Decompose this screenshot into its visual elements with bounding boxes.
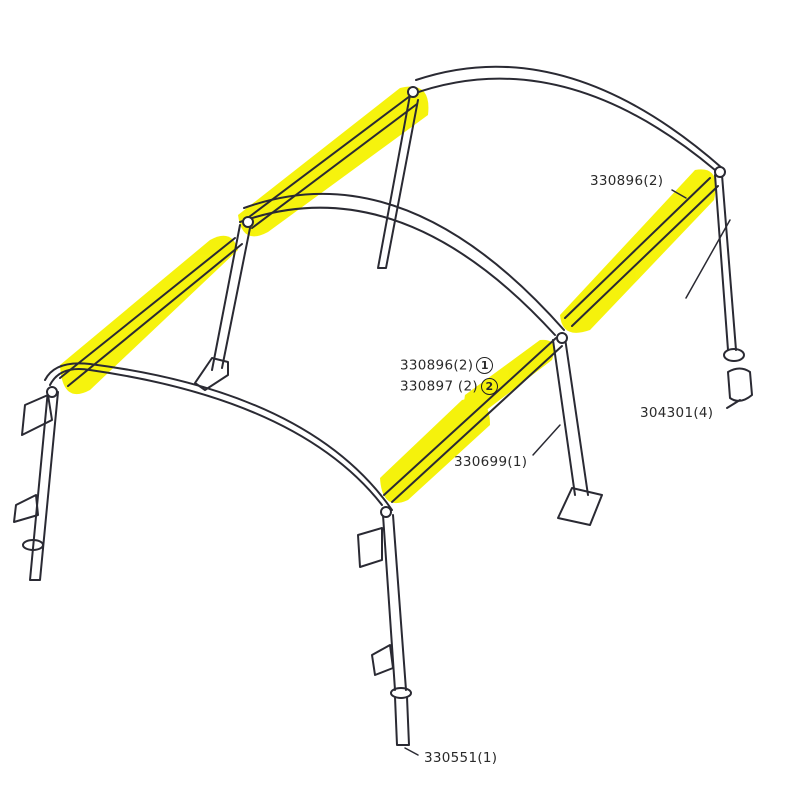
highlight-left-rear-rail	[238, 86, 429, 237]
rail-highlights	[60, 86, 716, 504]
label-330896-marker-1: 330896(2)1	[400, 357, 494, 374]
front-right-bracket-upper	[357, 527, 383, 568]
rear-bow-right-leg	[714, 174, 737, 351]
front-bow-right-leg	[382, 514, 407, 691]
bracket-304301	[727, 367, 753, 402]
rear-bow-left-leg	[377, 94, 419, 269]
label-304301: 304301(4)	[640, 405, 714, 421]
front-left-bracket-lower	[13, 494, 39, 523]
middle-bow-right-leg	[552, 337, 589, 496]
middle-left-foot	[194, 357, 229, 391]
label-text: 330896(2)	[400, 357, 474, 374]
label-330897-marker-2: 330897 (2)2	[400, 378, 498, 395]
marker-2-icon: 2	[480, 378, 498, 395]
front-left-bracket-upper	[21, 394, 53, 436]
middle-bow-top	[239, 206, 556, 336]
right-rear-rail	[564, 177, 719, 327]
label-330896-upper: 330896(2)	[590, 173, 664, 189]
front-bow-left-leg	[29, 389, 59, 581]
highlight-left-front-rail	[60, 235, 238, 395]
rear-bow-top	[409, 77, 716, 171]
left-rear-rail	[244, 95, 418, 229]
front-bow-top	[49, 368, 383, 506]
marker-1-icon: 1	[476, 357, 494, 374]
middle-right-foot	[557, 487, 603, 526]
front-right-bracket-lower	[371, 644, 394, 676]
label-330551: 330551(1)	[424, 750, 498, 766]
rear-right-collar	[723, 348, 745, 362]
label-330699: 330699(1)	[454, 454, 528, 470]
left-front-rail	[59, 237, 243, 387]
right-front-rail	[383, 337, 563, 503]
label-text: 330897 (2)	[400, 378, 478, 395]
